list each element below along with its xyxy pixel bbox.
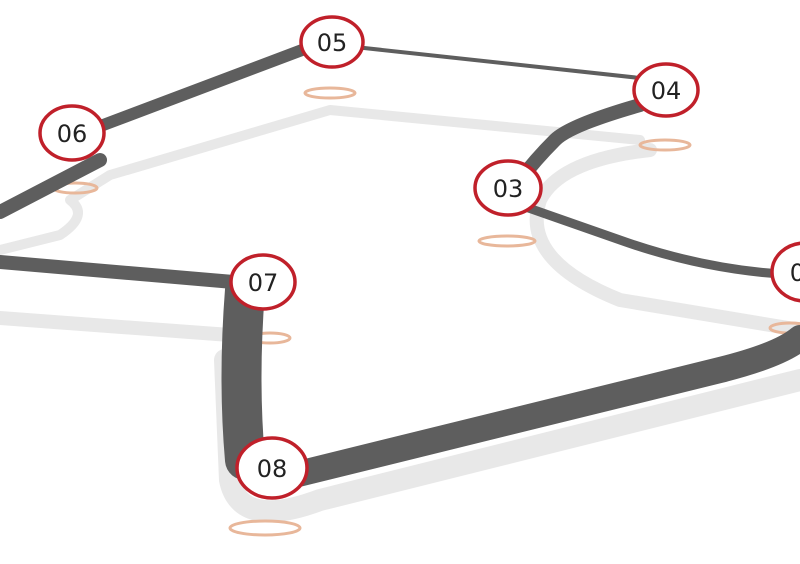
waypoint-05: 05 bbox=[299, 15, 365, 69]
waypoint-markers: 02 03 04 05 06 07 08 bbox=[38, 15, 800, 500]
waypoint-label: 02 bbox=[790, 259, 800, 287]
segment-05-04 bbox=[353, 45, 642, 80]
waypoint-06: 06 bbox=[38, 104, 106, 162]
segment-06-left bbox=[0, 153, 107, 219]
waypoint-label: 04 bbox=[651, 77, 682, 105]
waypoint-label: 08 bbox=[257, 455, 288, 483]
track-shadow bbox=[0, 105, 800, 523]
segment-07-08 bbox=[221, 270, 265, 480]
waypoint-label: 03 bbox=[493, 175, 524, 203]
waypoint-ring bbox=[299, 15, 365, 69]
waypoint-label: 07 bbox=[248, 269, 279, 297]
waypoint-04: 04 bbox=[632, 62, 700, 118]
ground-markers bbox=[51, 86, 800, 537]
waypoint-label: 05 bbox=[317, 29, 348, 57]
waypoint-08: 08 bbox=[235, 436, 309, 500]
waypoint-07: 07 bbox=[229, 253, 297, 311]
waypoint-ring bbox=[632, 62, 700, 118]
waypoint-label: 06 bbox=[57, 120, 88, 148]
track bbox=[0, 41, 800, 489]
waypoint-ring bbox=[770, 241, 800, 303]
segment-08-02 bbox=[277, 325, 800, 489]
segment-06-05 bbox=[84, 41, 316, 136]
waypoint-02: 02 bbox=[770, 241, 800, 303]
waypoint-ring bbox=[38, 104, 106, 162]
waypoint-ring bbox=[229, 253, 297, 311]
waypoint-ring bbox=[235, 436, 309, 500]
waypoint-03: 03 bbox=[473, 159, 543, 217]
waypoint-ring bbox=[473, 159, 543, 217]
segment-07-left bbox=[0, 255, 252, 290]
